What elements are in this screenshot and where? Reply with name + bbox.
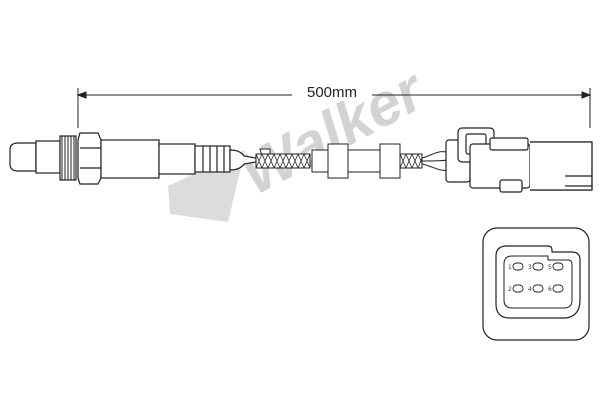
dimension-label: 500mm	[292, 84, 372, 101]
probe-sleeve	[35, 140, 61, 174]
sensor-probe	[9, 132, 257, 185]
pin-label-2: 2	[508, 286, 512, 293]
pin-label-4: 4	[528, 286, 532, 293]
pin-label-6: 6	[548, 286, 552, 293]
pin-5	[552, 262, 564, 271]
probe-body	[100, 139, 160, 179]
hex-nut	[77, 132, 102, 185]
probe-tip	[9, 142, 37, 172]
pin-6	[552, 284, 564, 293]
pin-3	[532, 262, 544, 271]
pin-4	[532, 284, 544, 293]
pin-1	[512, 262, 524, 271]
watermark-text: Walker	[230, 55, 437, 208]
dimension-right-arrow	[581, 91, 592, 99]
brand-watermark: Walker	[168, 55, 437, 222]
pin-2	[512, 284, 524, 293]
grommet-left	[327, 143, 349, 179]
pin-label-1: 1	[508, 264, 512, 271]
pin-label-5: 5	[548, 264, 552, 271]
cable-assembly	[255, 143, 449, 179]
probe-collar	[158, 143, 196, 175]
connector-shroud	[530, 141, 593, 191]
grommet-center	[347, 149, 381, 173]
dimension-left-arrow	[76, 91, 87, 99]
connector-plug	[445, 127, 593, 193]
crimp-section	[194, 145, 231, 173]
grommet-right	[379, 143, 401, 179]
pin-label-3: 3	[528, 264, 532, 271]
connector-face-inset: 1 3 5 2 4 6	[482, 227, 590, 341]
